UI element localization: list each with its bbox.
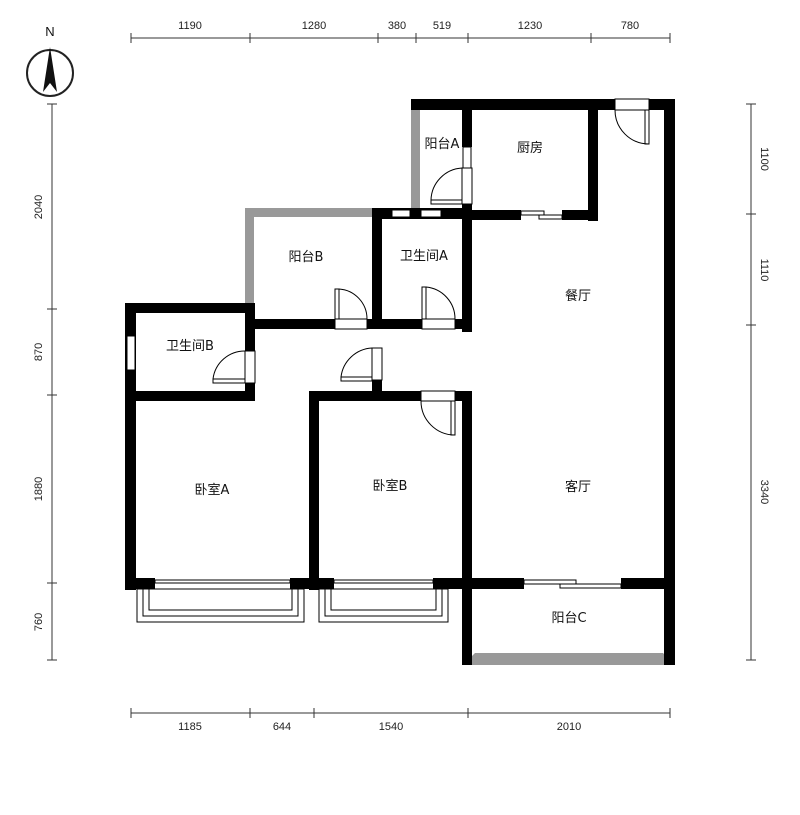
wall-kitchen-right <box>588 99 598 221</box>
dimension-top <box>130 33 671 43</box>
wall-living-bottom-left <box>462 578 524 589</box>
wall-mid-horizontal-3 <box>455 319 472 329</box>
balcony-b-wall-left <box>245 208 254 308</box>
balcony-b-wall-top <box>245 208 380 217</box>
wall-kitchen-bottom-left <box>463 210 521 220</box>
door-balcony-a <box>430 167 473 205</box>
dim-right-1: 1100 <box>758 147 770 171</box>
door-entrance <box>614 98 650 145</box>
room-labels: 阳台A 厨房 阳台B 卫生间A 餐厅 卫生间B 卧室A 卧室B 客厅 阳台C <box>166 137 591 626</box>
north-arrow-icon <box>43 47 57 92</box>
dim-bottom-1: 1185 <box>178 721 202 733</box>
wall-top <box>411 99 675 110</box>
wall-bedroom-b-top <box>309 391 421 401</box>
dimension-bottom <box>130 708 671 718</box>
dim-bottom-2: 644 <box>273 721 291 733</box>
room-label-bathroom-b: 卫生间B <box>166 339 214 354</box>
dimension-right-labels: 1100 1110 3340 <box>758 147 770 504</box>
dim-bottom-3: 1540 <box>379 721 403 733</box>
dim-left-2: 870 <box>33 343 45 361</box>
balcony-c-wall-bottom <box>463 653 675 665</box>
sliding-door-kitchen <box>520 210 563 220</box>
wall-right <box>664 99 675 665</box>
window-balcony-a-bottom-2 <box>420 209 442 218</box>
bay-window-a <box>136 579 305 623</box>
room-label-bedroom-a: 卧室A <box>195 482 230 498</box>
wall-bottom-mid-a <box>290 578 334 589</box>
room-label-balcony-c: 阳台C <box>551 611 586 626</box>
dim-bottom-4: 2010 <box>557 721 581 733</box>
dim-top-5: 1230 <box>518 20 542 32</box>
dim-left-3: 1880 <box>33 477 45 501</box>
walls <box>125 99 675 665</box>
dim-top-6: 780 <box>621 20 639 32</box>
wall-balcony-c-left <box>462 578 472 665</box>
door-bedroom-b <box>420 390 456 436</box>
wall-bath-a-right <box>462 208 472 332</box>
door-bath-a <box>421 286 456 330</box>
room-label-balcony-a: 阳台A <box>425 137 460 152</box>
windows <box>126 146 472 371</box>
room-label-dining: 餐厅 <box>565 288 591 304</box>
window-balcony-a-kitchen <box>462 146 472 169</box>
room-label-bedroom-b: 卧室B <box>373 478 408 494</box>
balcony-a-wall <box>411 99 420 212</box>
dim-top-4: 519 <box>433 20 451 32</box>
wall-living-left <box>462 391 472 665</box>
wall-kitchen-left <box>462 99 472 147</box>
door-bath-b <box>212 350 256 384</box>
wall-living-bottom-right <box>621 578 675 589</box>
wall-bedroom-a-top <box>125 391 255 401</box>
room-label-bathroom-a: 卫生间A <box>400 249 448 264</box>
dimension-left <box>47 103 57 661</box>
room-label-balcony-b: 阳台B <box>289 250 324 265</box>
dim-right-2: 1110 <box>758 259 770 282</box>
window-balcony-a-bottom <box>391 209 411 218</box>
wall-bath-a-left <box>372 208 382 323</box>
room-label-kitchen: 厨房 <box>517 140 543 156</box>
door-corridor <box>340 347 383 382</box>
wall-kitchen-bottom-right <box>562 210 598 220</box>
balcony-walls <box>245 99 675 665</box>
dim-top-3: 380 <box>388 20 406 32</box>
sliding-door-balcony-c <box>523 579 622 589</box>
wall-bedroom-b-left <box>309 391 319 590</box>
wall-bottom-mid-b <box>433 578 472 589</box>
dimension-right <box>746 103 756 661</box>
dimension-left-labels: 2040 870 1880 760 <box>33 195 45 631</box>
dim-left-4: 760 <box>33 613 45 631</box>
dim-left-1: 2040 <box>33 195 45 219</box>
dimension-top-labels: 1190 1280 380 519 1230 780 <box>178 20 639 32</box>
door-balcony-b <box>334 288 368 330</box>
room-label-living: 客厅 <box>565 479 591 495</box>
dimension-bottom-labels: 1185 644 1540 2010 <box>178 721 581 733</box>
dim-top-1: 1190 <box>178 20 202 32</box>
wall-mid-horizontal-2 <box>367 319 422 329</box>
bay-window-b <box>318 579 449 623</box>
wall-mid-horizontal <box>245 319 335 329</box>
wall-bath-b-top <box>125 303 254 313</box>
north-label: N <box>45 24 54 39</box>
dim-right-3: 3340 <box>758 480 770 504</box>
wall-left <box>125 303 136 590</box>
dim-top-2: 1280 <box>302 20 326 32</box>
wall-bath-b-right <box>245 303 255 351</box>
wall-bottom-left <box>125 578 155 589</box>
window-bath-b <box>126 335 136 371</box>
compass: N <box>26 24 74 97</box>
swing-doors <box>212 98 650 436</box>
